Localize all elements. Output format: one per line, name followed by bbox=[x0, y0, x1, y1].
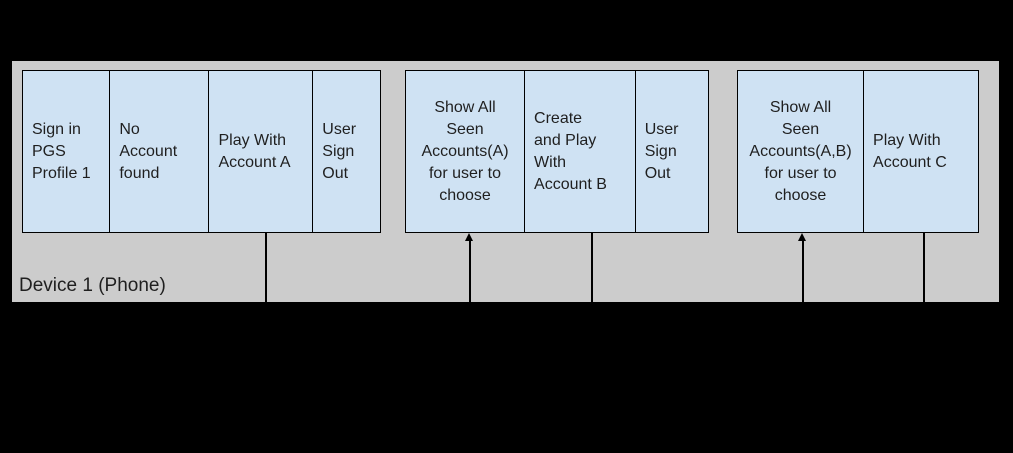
state-label: Play With Account C bbox=[873, 131, 947, 171]
connector-stem bbox=[922, 233, 925, 302]
connector-stem bbox=[801, 239, 804, 302]
connector-line-play-with-account-c bbox=[919, 233, 928, 302]
state-cell-play-with-account-c: Play With Account C bbox=[863, 71, 978, 232]
state-cell-no-account-found: No Account found bbox=[109, 71, 208, 232]
state-cell-user-sign-out-2: User Sign Out bbox=[634, 71, 708, 232]
connector-arrow-show-seen-accounts-a bbox=[465, 233, 474, 302]
state-label: Play With Account A bbox=[218, 131, 291, 171]
connector-line-create-and-play-account-b bbox=[587, 233, 596, 302]
device-label: Device 1 (Phone) bbox=[19, 275, 166, 296]
state-cell-play-with-account-a: Play With Account A bbox=[208, 71, 312, 232]
state-label: No Account found bbox=[119, 120, 178, 182]
connector-stem bbox=[468, 239, 471, 302]
state-group-choose-a-create-b: Show All Seen Accounts(A) for user to ch… bbox=[405, 70, 709, 233]
connector-stem bbox=[264, 233, 267, 302]
state-cell-show-seen-accounts-a: Show All Seen Accounts(A) for user to ch… bbox=[406, 71, 524, 232]
state-cell-create-and-play-account-b: Create and Play With Account B bbox=[524, 71, 635, 232]
connector-stem bbox=[590, 233, 593, 302]
arrow-up-icon bbox=[465, 233, 473, 241]
state-cell-user-sign-out-1: User Sign Out bbox=[312, 71, 380, 232]
state-label: User Sign Out bbox=[644, 120, 679, 182]
state-group-choose-ab-play-c: Show All Seen Accounts(A,B) for user to … bbox=[737, 70, 979, 233]
state-label: Show All Seen Accounts(A,B) for user to … bbox=[749, 98, 852, 204]
state-group-signin-account-a: Sign in PGS Profile 1 No Account found P… bbox=[22, 70, 381, 233]
state-label: User Sign Out bbox=[322, 120, 357, 182]
connector-line-play-with-account-a bbox=[261, 233, 270, 302]
state-label: Show All Seen Accounts(A) for user to ch… bbox=[421, 98, 509, 204]
state-cell-sign-in-pgs-profile-1: Sign in PGS Profile 1 bbox=[23, 71, 109, 232]
state-label: Sign in PGS Profile 1 bbox=[32, 120, 91, 182]
connector-arrow-show-seen-accounts-ab bbox=[798, 233, 807, 302]
arrow-up-icon bbox=[798, 233, 806, 241]
state-cell-show-seen-accounts-ab: Show All Seen Accounts(A,B) for user to … bbox=[738, 71, 863, 232]
state-label: Create and Play With Account B bbox=[534, 109, 607, 193]
device-1-lane: Sign in PGS Profile 1 No Account found P… bbox=[12, 61, 999, 302]
